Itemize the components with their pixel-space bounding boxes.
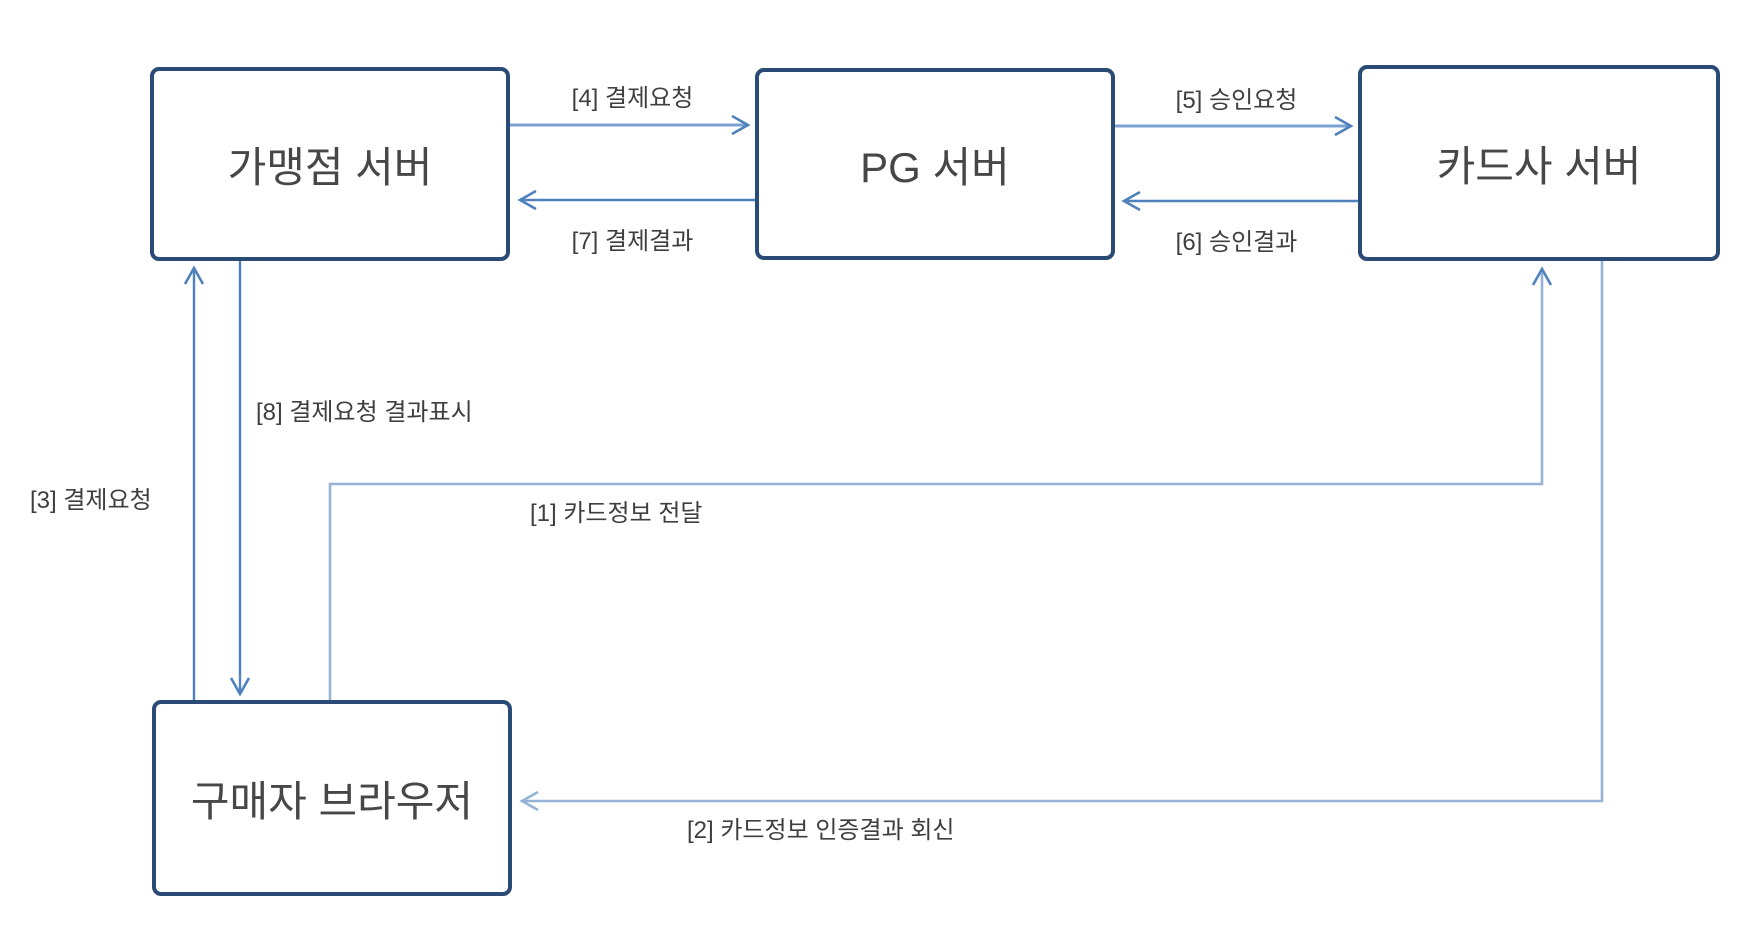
node-buyer-browser: 구매자 브라우저: [152, 700, 512, 896]
edge-1-line: [328, 266, 1553, 700]
edge-4-label: [4] 결제요청: [571, 85, 694, 112]
edge-8-label: [8] 결제요청 결과표시: [256, 399, 473, 426]
node-card-company-server: 카드사 서버: [1358, 65, 1720, 261]
node-pg-server: PG 서버: [755, 68, 1115, 260]
edge-6-label: [6] 승인결과: [1175, 229, 1298, 256]
edge-7-label: [7] 결제결과: [571, 228, 694, 255]
edge-5-label: [5] 승인요청: [1175, 87, 1298, 114]
edge-2-label: [2] 카드정보 인증결과 회신: [687, 817, 955, 844]
pg-server-label: PG 서버: [860, 143, 1010, 191]
merchant-server-label: 가맹점 서버: [227, 143, 433, 191]
edge-3-label: [3] 결제요청: [30, 487, 152, 514]
node-merchant-server: 가맹점 서버: [150, 67, 510, 261]
buyer-browser-label: 구매자 브라우저: [190, 777, 474, 825]
edge-1-label: [1] 카드정보 전달: [530, 500, 703, 527]
card-company-server-label: 카드사 서버: [1436, 142, 1642, 190]
edge-2-line: [519, 261, 1604, 812]
